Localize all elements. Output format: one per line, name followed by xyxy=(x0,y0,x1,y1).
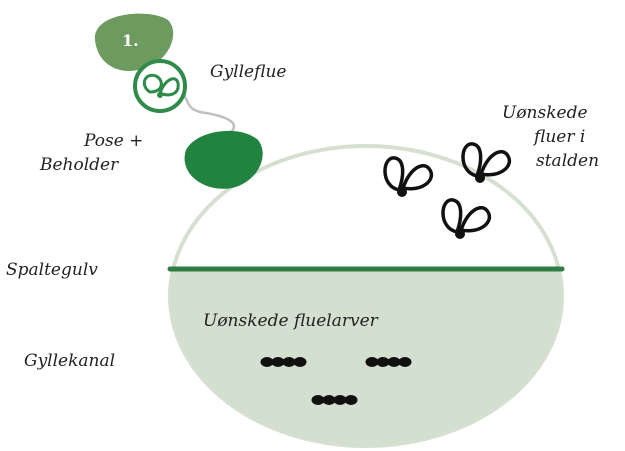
fly-label: Gylleflue xyxy=(210,62,286,82)
slurry-channel-label: Gyllekanal xyxy=(24,351,115,371)
green-fly-icon xyxy=(133,59,187,113)
unwanted-flies-line1: Uønskede xyxy=(502,103,588,123)
unwanted-flies-line3: stalden xyxy=(536,151,599,171)
larvae-label: Uønskede fluelarver xyxy=(203,311,379,331)
step-badge: 1. xyxy=(94,13,174,71)
bag-container xyxy=(184,130,263,189)
trap-cord xyxy=(179,89,236,139)
bag-label-line1: Pose + xyxy=(83,131,143,151)
bag-label-line2: Beholder xyxy=(39,155,119,175)
slatted-floor-label: Spaltegulv xyxy=(6,260,98,280)
slurry-channel-area xyxy=(170,269,562,446)
step-badge-text: 1. xyxy=(122,31,139,50)
unwanted-flies-line2: fluer i xyxy=(532,127,585,147)
